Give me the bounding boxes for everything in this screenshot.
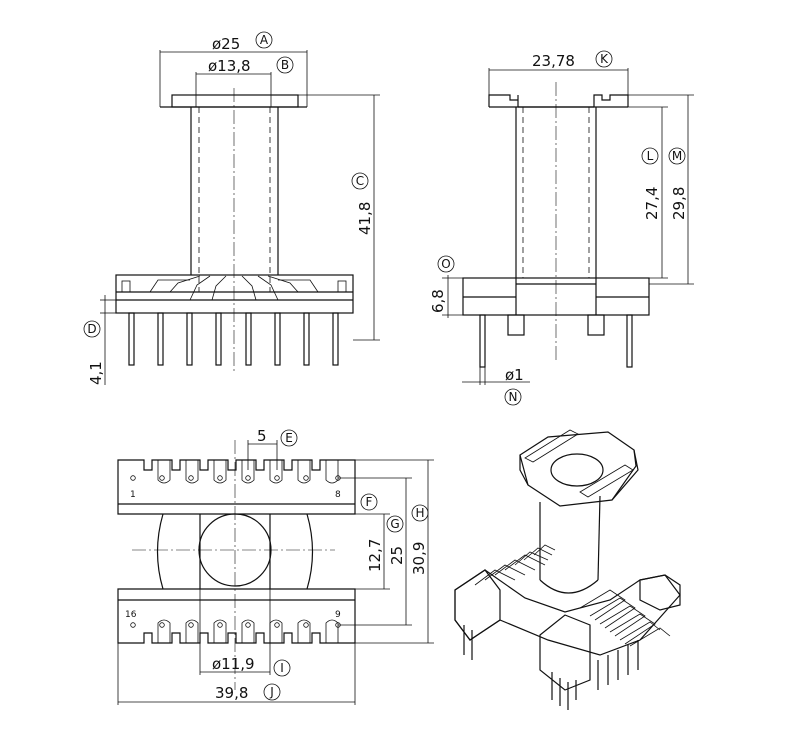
bottom-pin-strip <box>117 588 356 644</box>
label-F: F <box>366 495 373 509</box>
dim-E-value: 5 <box>257 427 267 445</box>
dim-I-value: ø11,9 <box>212 655 255 673</box>
label-K: K <box>600 52 609 66</box>
label-O: O <box>441 257 450 271</box>
dim-B-value: ø13,8 <box>208 57 251 75</box>
dim-D-value: 4,1 <box>87 361 105 385</box>
label-E: E <box>285 431 293 445</box>
dim-L-value: 27,4 <box>643 187 661 220</box>
label-D: D <box>87 322 96 336</box>
isometric-view <box>454 429 681 710</box>
dim-C-value: 41,8 <box>356 202 374 235</box>
front-top-flange <box>171 94 299 108</box>
pin-1-label: 1 <box>130 490 136 500</box>
dim-A-value: ø25 <box>212 35 240 53</box>
label-A: A <box>260 33 269 47</box>
pin-16-label: 16 <box>125 610 137 620</box>
label-C: C <box>356 174 364 188</box>
dim-K-value: 23,78 <box>532 52 575 70</box>
front-pins <box>128 312 339 366</box>
label-B: B <box>281 58 289 72</box>
dim-12-7-value: 12,7 <box>366 539 384 572</box>
label-H: H <box>415 506 424 520</box>
dim-J-value: 39,8 <box>215 684 248 702</box>
front-base <box>115 274 354 314</box>
bottom-view: 1 8 16 9 <box>117 427 434 705</box>
dim-O-value: 6,8 <box>429 289 447 313</box>
label-M: M <box>672 149 682 163</box>
dim-N-value: ø1 <box>505 366 524 384</box>
top-pin-strip <box>117 459 356 515</box>
front-view: ø25 A ø13,8 B 41,8 C D 4,1 <box>83 31 380 385</box>
dim-G-value: 25 <box>388 546 406 565</box>
label-I: I <box>280 661 284 675</box>
dim-M-value: 29,8 <box>670 187 688 220</box>
side-view: 23,78 K 27,4 L 29,8 M O 6,8 ø1 N <box>429 50 694 406</box>
dim-H-value: 30,9 <box>410 542 428 575</box>
label-N: N <box>509 390 518 404</box>
pin-9-label: 9 <box>335 610 341 620</box>
pin-8-label: 8 <box>335 490 341 500</box>
label-J: J <box>269 685 274 699</box>
label-L: L <box>647 149 654 163</box>
label-G: G <box>390 517 399 531</box>
